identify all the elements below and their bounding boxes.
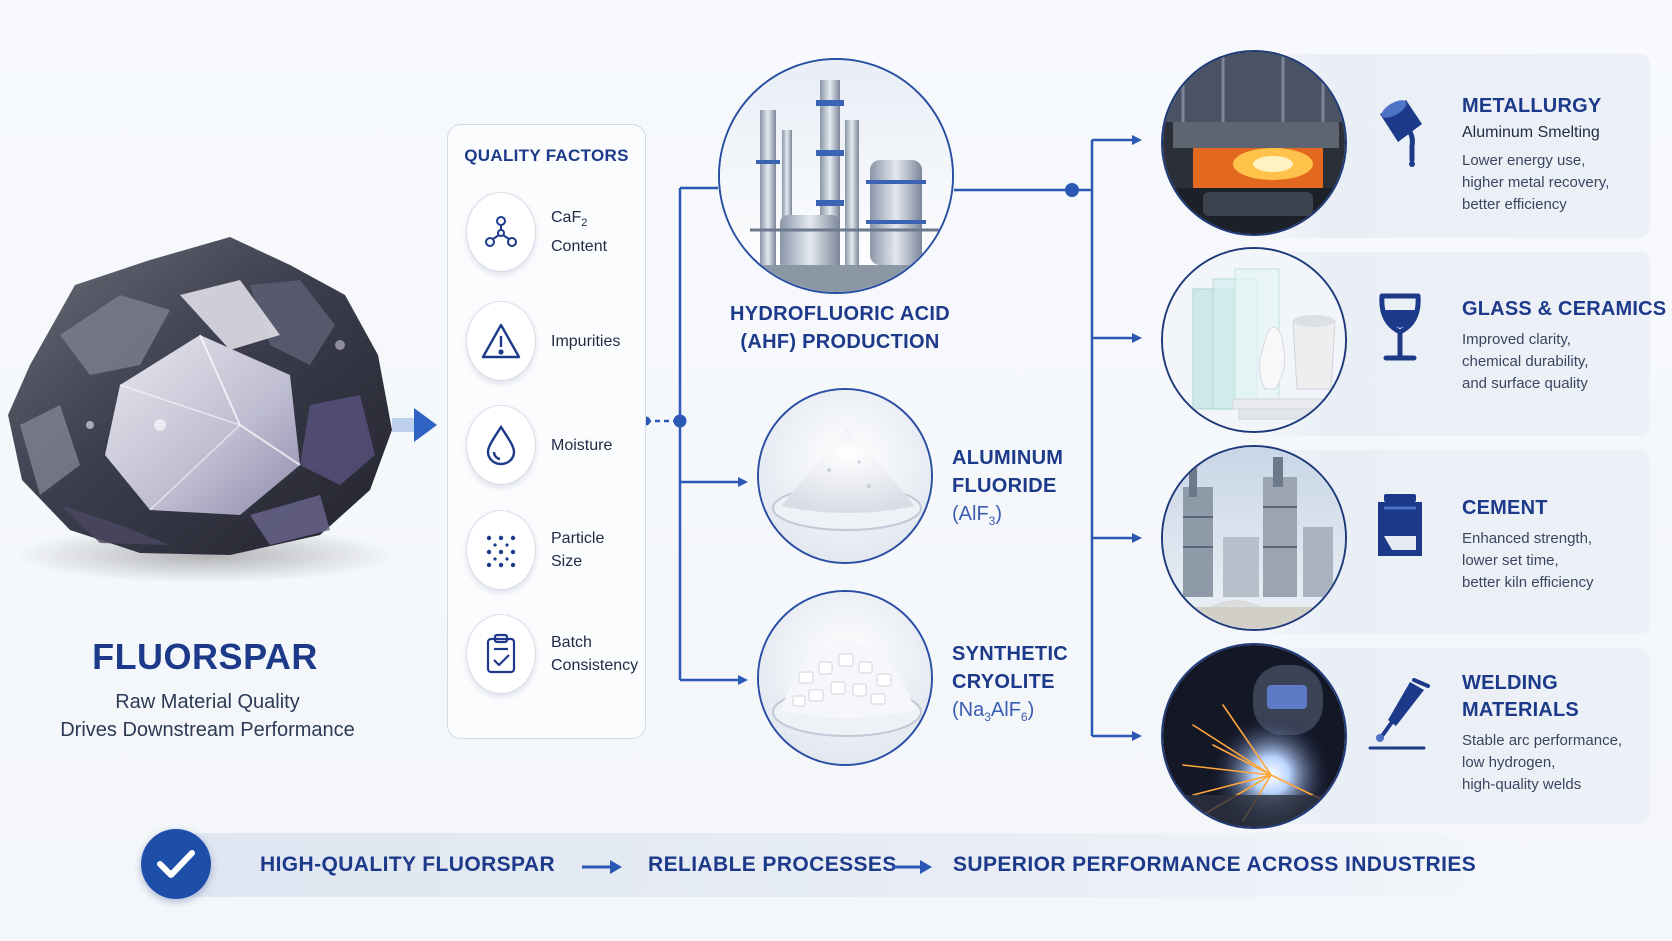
- cement-text: CEMENT Enhanced strength,lower set time,…: [1462, 495, 1593, 594]
- clipboard-check-icon: [466, 614, 536, 694]
- particles-icon: [466, 510, 536, 590]
- banner-step-2: RELIABLE PROCESSES: [648, 853, 897, 876]
- industry-title: METALLURGY: [1462, 95, 1602, 117]
- quality-factor-moisture: Moisture: [466, 405, 646, 485]
- molecule-icon: [466, 192, 536, 272]
- fluorspar-subtitle: Raw Material Quality Drives Downstream P…: [20, 688, 395, 744]
- cryolite-label-line1: SYNTHETIC: [952, 643, 1069, 665]
- droplet-icon: [466, 405, 536, 485]
- hf-production-label: HYDROFLUORIC ACID (AHF) PRODUCTION: [700, 300, 980, 356]
- industry-description: Improved clarity,chemical durability,and…: [1462, 331, 1589, 392]
- welding-text: WELDING MATERIALS Stable arc performance…: [1462, 670, 1622, 796]
- industry-title-line2: MATERIALS: [1462, 699, 1579, 721]
- industry-subtitle: Aluminum Smelting: [1462, 124, 1600, 141]
- fluorspar-ore-image: [0, 225, 400, 595]
- cryolite-formula: (Na3AlF6): [952, 699, 1035, 724]
- cement-plant-image: [1161, 445, 1347, 631]
- banner-arrow-icon: [892, 858, 932, 881]
- hf-plant-image: [718, 58, 954, 294]
- banner-arrow-icon: [582, 858, 622, 881]
- welding-image: [1161, 643, 1347, 829]
- aluminum-fluoride-label: ALUMINUM FLUORIDE (AlF3): [952, 444, 1063, 535]
- cement-bag-icon: [1370, 490, 1430, 556]
- aluminum-fluoride-image: [757, 388, 933, 564]
- industry-title: WELDING: [1462, 672, 1558, 694]
- wine-glass-icon: [1370, 290, 1430, 361]
- synthetic-cryolite-image: [757, 590, 933, 766]
- welding-torch-icon: [1366, 676, 1430, 750]
- ore-to-factors-arrow: [392, 408, 437, 442]
- metallurgy-text: METALLURGY Aluminum Smelting Lower energ…: [1462, 93, 1609, 216]
- fluorspar-title: FLUORSPAR: [92, 636, 318, 677]
- banner-step-1: HIGH-QUALITY FLUORSPAR: [260, 853, 556, 876]
- banner-step-3: SUPERIOR PERFORMANCE ACROSS INDUSTRIES: [953, 853, 1477, 876]
- glass-ceramics-text: GLASS & CERAMICS Improved clarity,chemic…: [1462, 296, 1666, 395]
- metallurgy-image: [1161, 50, 1347, 236]
- glass-ceramics-image: [1161, 247, 1347, 433]
- cryolite-label-line2: CRYOLITE: [952, 671, 1055, 693]
- warning-icon: [466, 301, 536, 381]
- ladle-pour-icon: [1370, 94, 1430, 167]
- fluorspar-subtitle-line1: Raw Material Quality: [115, 691, 300, 713]
- alf-label-line2: FLUORIDE: [952, 475, 1057, 497]
- industry-title: CEMENT: [1462, 497, 1548, 519]
- industry-description: Stable arc performance,low hydrogen,high…: [1462, 732, 1623, 793]
- industry-description: Lower energy use,higher metal recovery,b…: [1462, 152, 1610, 213]
- hf-label-line2: (AHF) PRODUCTION: [740, 331, 940, 353]
- quality-factor-label: Moisture: [551, 436, 613, 454]
- hf-label-line1: HYDROFLUORIC ACID: [730, 303, 950, 325]
- industry-description: Enhanced strength,lower set time,better …: [1462, 530, 1594, 591]
- alf-label-line1: ALUMINUM: [952, 447, 1064, 469]
- check-icon: [141, 829, 211, 899]
- fluorspar-subtitle-line2: Drives Downstream Performance: [60, 719, 355, 741]
- quality-factor-impurities: Impurities: [466, 301, 646, 381]
- quality-factor-label: Impurities: [551, 332, 621, 350]
- alf-formula: (AlF3): [952, 503, 1003, 528]
- quality-factors-title: QUALITY FACTORS: [464, 146, 629, 165]
- synthetic-cryolite-label: SYNTHETIC CRYOLITE (Na3AlF6): [952, 640, 1068, 731]
- summary-banner: [152, 833, 1467, 897]
- industry-title: GLASS & CERAMICS: [1462, 298, 1667, 320]
